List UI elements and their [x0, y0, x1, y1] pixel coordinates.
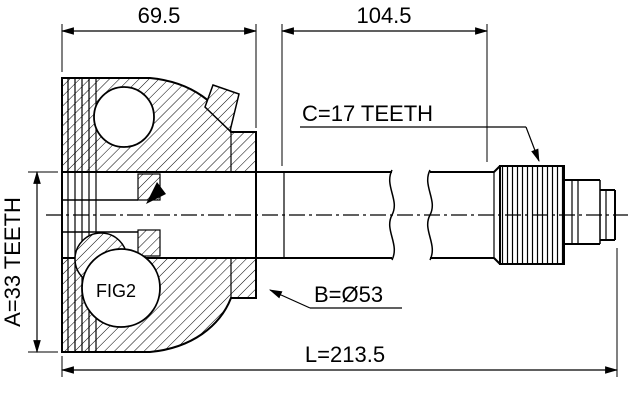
race-pointer-arrow — [146, 182, 166, 204]
inner-spline-label: A=33 TEETH — [0, 197, 25, 327]
callout-diameter: B=Ø53 — [269, 282, 402, 309]
inner-race — [62, 173, 166, 257]
callout-outer-spline: C=17 TEETH — [300, 101, 540, 163]
dimension-shaft-segment: 104.5 — [280, 3, 489, 166]
dimension-overall-length: L=213.5 — [60, 248, 619, 377]
joint-width-value: 69.5 — [138, 3, 181, 28]
shaft-end — [564, 179, 616, 245]
dimension-inner-spline: A=33 TEETH — [0, 170, 58, 354]
outer-spline-label: C=17 TEETH — [302, 101, 433, 126]
overall-length-value: L=213.5 — [305, 342, 385, 367]
dimension-joint-width: 69.5 — [60, 3, 258, 128]
upper-ball — [93, 86, 155, 148]
shaft-segment-value: 104.5 — [356, 3, 411, 28]
abs-ring-clip — [204, 84, 240, 133]
diameter-label: B=Ø53 — [314, 282, 383, 307]
figure-label: FIG2 — [96, 281, 136, 301]
figure-balloon — [81, 248, 161, 328]
